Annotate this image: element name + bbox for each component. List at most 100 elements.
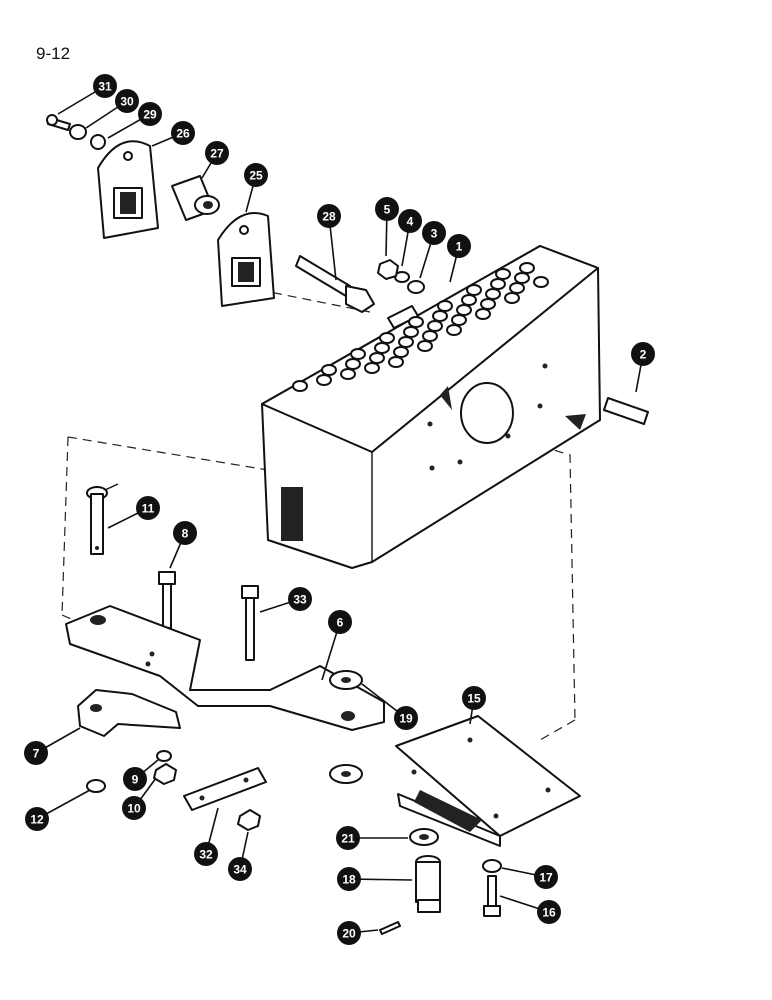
bolt-hole — [475, 308, 491, 320]
callout-bubble — [336, 826, 360, 850]
callout-20: 20 — [337, 921, 361, 945]
part-11-hitch-pin — [86, 483, 119, 555]
callout-10: 10 — [122, 796, 146, 820]
bolt-hole — [340, 368, 356, 380]
part-5-nut — [377, 259, 399, 280]
callout-15: 15 — [462, 686, 486, 710]
callout-label: 19 — [399, 712, 413, 726]
callout-label: 32 — [199, 848, 213, 862]
callout-bubble — [394, 706, 418, 730]
callout-label: 18 — [342, 873, 356, 887]
callout-bubble — [24, 741, 48, 765]
callout-label: 12 — [30, 813, 44, 827]
callout-label: 3 — [431, 227, 438, 241]
callout-bubble — [317, 204, 341, 228]
callout-label: 28 — [322, 210, 336, 224]
bolt-hole — [504, 292, 520, 304]
bolt-hole — [345, 358, 361, 370]
callout-33: 33 — [288, 587, 312, 611]
part-20-roll-pin — [379, 921, 401, 935]
callout-17: 17 — [534, 865, 558, 889]
callout-label: 33 — [293, 593, 307, 607]
bolt-hole — [437, 300, 453, 312]
callout-30: 30 — [115, 89, 139, 113]
bolt-hole — [490, 278, 506, 290]
bolt-hole — [451, 314, 467, 326]
bolt-hole — [393, 346, 409, 358]
callout-bubble — [375, 197, 399, 221]
callout-31: 31 — [93, 74, 117, 98]
callout-label: 26 — [176, 127, 190, 141]
bolt-hole — [379, 332, 395, 344]
part-19-washers — [329, 670, 363, 784]
bolt-hole — [292, 380, 308, 392]
bolt-hole — [388, 356, 404, 368]
part-15-hitch-plate — [395, 715, 581, 847]
callout-bubble — [534, 865, 558, 889]
callout-bubble — [136, 496, 160, 520]
callout-19: 19 — [394, 706, 418, 730]
bolt-hole — [369, 352, 385, 364]
callout-bubbles: 1234567891011121516171819202125262728293… — [24, 74, 655, 945]
part-12-lynch-pin — [86, 779, 106, 793]
callout-label: 29 — [143, 108, 157, 122]
bolt-hole — [480, 298, 496, 310]
page-number: 9-12 — [36, 44, 71, 63]
callout-label: 30 — [120, 95, 134, 109]
callout-bubble — [123, 767, 147, 791]
bolt-hole — [533, 276, 549, 288]
support-top-bolt-holes — [292, 262, 549, 392]
part-30-nut — [69, 124, 87, 140]
bolt-hole — [509, 282, 525, 294]
bolt-hole — [514, 272, 530, 284]
part-3-spacer — [407, 280, 425, 294]
part-27-bushing — [171, 175, 220, 221]
callout-3: 3 — [422, 221, 446, 245]
part-34-nut — [237, 809, 261, 831]
part-18-pin — [415, 855, 441, 913]
callout-6: 6 — [328, 610, 352, 634]
callout-bubble — [244, 163, 268, 187]
part-32-strap-plate — [183, 767, 267, 811]
callout-label: 21 — [341, 832, 355, 846]
part-26-bracket-plate — [97, 140, 159, 239]
callout-bubble — [228, 857, 252, 881]
callout-label: 7 — [33, 747, 40, 761]
part-21-washer — [409, 828, 439, 846]
callout-label: 8 — [182, 527, 189, 541]
bolt-hole — [427, 320, 443, 332]
callout-bubble — [25, 807, 49, 831]
part-6-drawbar — [65, 605, 385, 731]
part-8-bolt — [158, 571, 176, 629]
part-25-bracket-plate — [217, 212, 275, 307]
callout-bubble — [122, 796, 146, 820]
callout-label: 10 — [127, 802, 141, 816]
bolt-hole — [403, 326, 419, 338]
callout-bubble — [173, 521, 197, 545]
callout-label: 31 — [98, 80, 112, 94]
callout-label: 1 — [456, 240, 463, 254]
callout-bubble — [138, 102, 162, 126]
callout-bubble — [194, 842, 218, 866]
part-31-bolt — [46, 114, 71, 131]
part-2-stud — [603, 397, 649, 425]
bolt-hole — [432, 310, 448, 322]
bolt-hole — [485, 288, 501, 300]
bolt-hole — [466, 284, 482, 296]
callout-21: 21 — [336, 826, 360, 850]
callout-bubble — [462, 686, 486, 710]
callout-bubble — [422, 221, 446, 245]
part-9-washer — [156, 750, 172, 762]
callout-label: 34 — [233, 863, 247, 877]
callout-label: 15 — [467, 692, 481, 706]
part-16-bolt — [483, 875, 501, 917]
callout-label: 20 — [342, 927, 356, 941]
callout-26: 26 — [171, 121, 195, 145]
callout-bubble — [337, 921, 361, 945]
callout-label: 2 — [640, 348, 647, 362]
callout-28: 28 — [317, 204, 341, 228]
callout-32: 32 — [194, 842, 218, 866]
callout-label: 9 — [132, 773, 139, 787]
callout-2: 2 — [631, 342, 655, 366]
